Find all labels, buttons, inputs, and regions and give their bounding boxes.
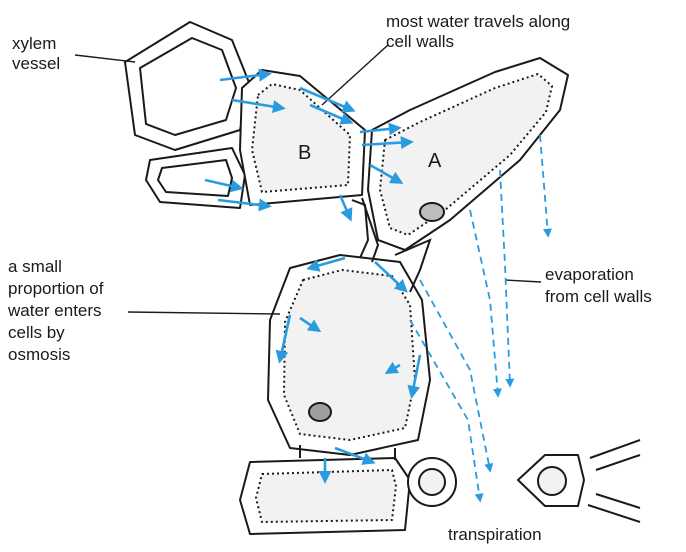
small-cell (146, 148, 245, 208)
cell-a-label: A (428, 150, 441, 173)
central-cell (268, 255, 430, 455)
transpiration-label: transpiration (448, 525, 542, 545)
right-cell-fragment (518, 440, 640, 522)
cell-a (368, 58, 568, 250)
xylem-vessel (125, 22, 250, 150)
round-cell (408, 458, 456, 506)
cell-b-label: B (298, 142, 311, 165)
